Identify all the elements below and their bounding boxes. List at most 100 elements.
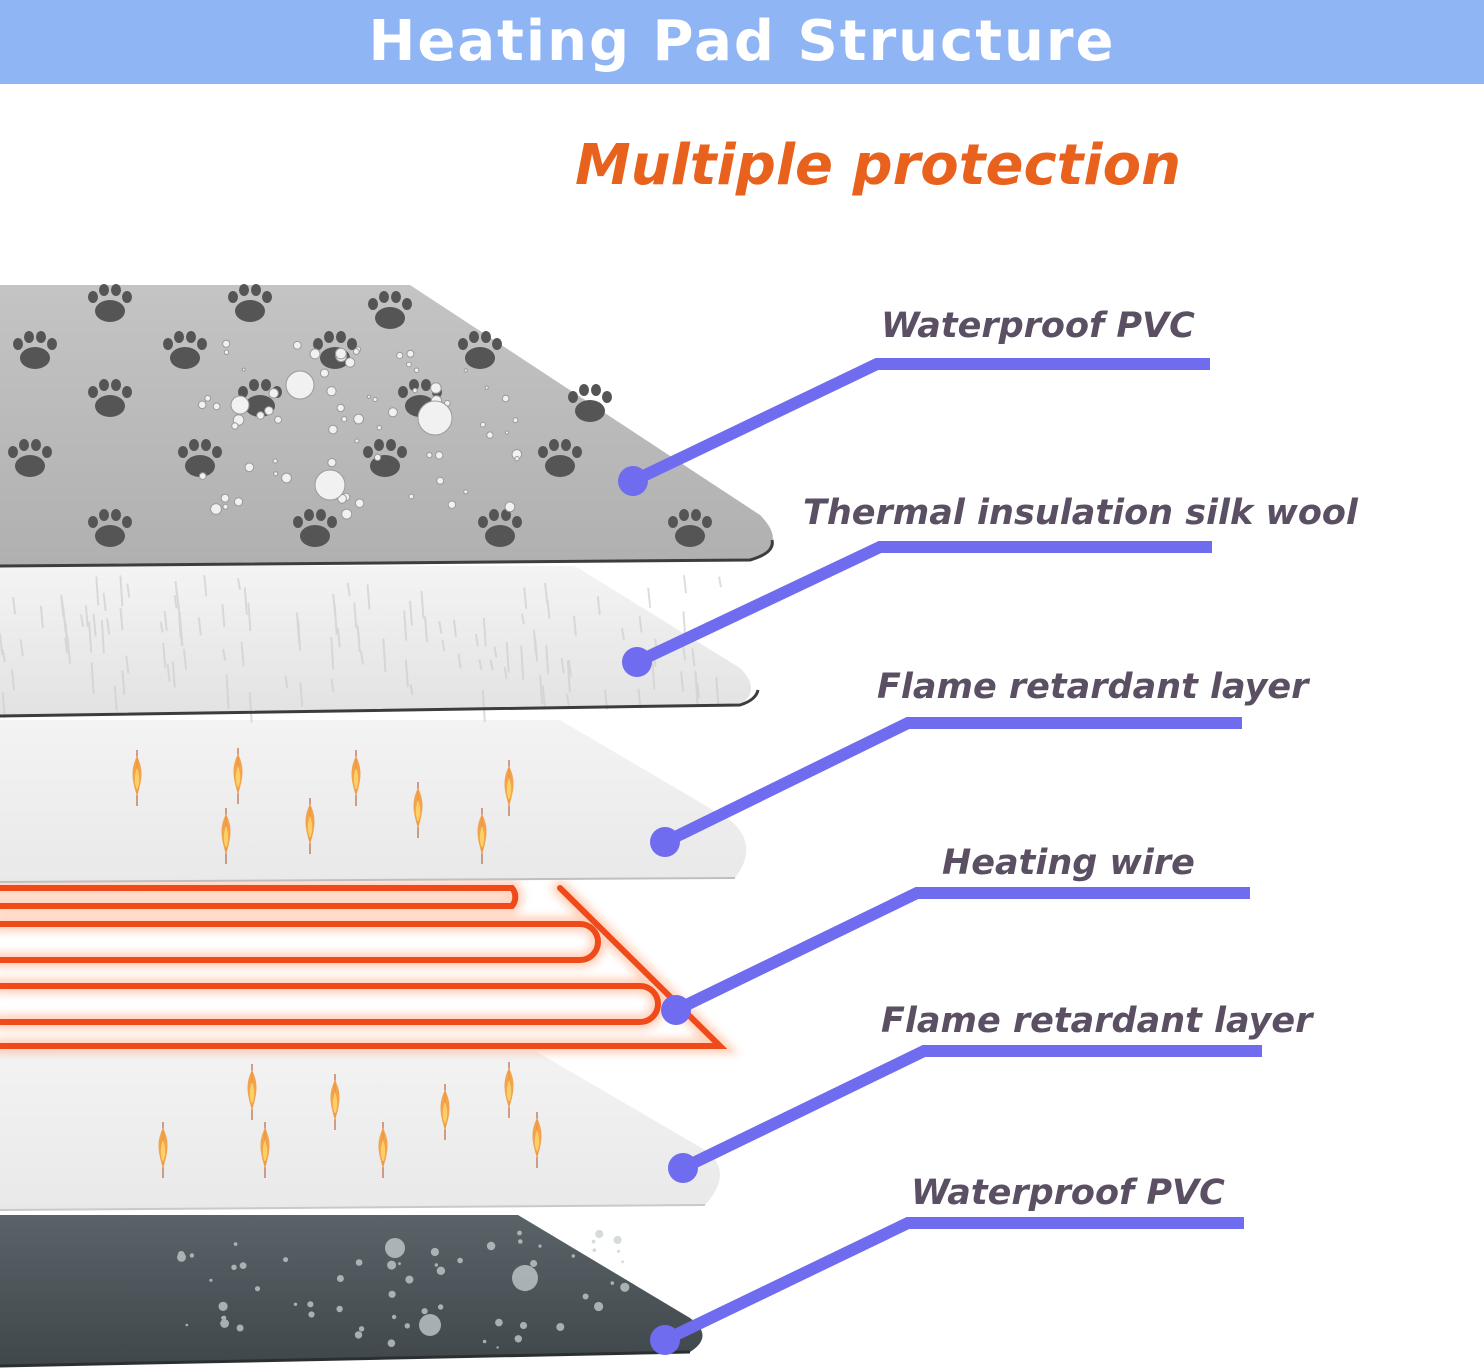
droplet-icon: [385, 1238, 405, 1258]
droplet-icon: [198, 472, 207, 480]
droplet-icon: [336, 403, 345, 413]
droplet-icon: [352, 348, 360, 355]
paw-icon: [13, 331, 57, 369]
droplet-icon: [233, 1242, 238, 1246]
droplet-icon: [435, 451, 444, 460]
droplet-icon: [518, 1239, 523, 1244]
paw-icon: [538, 439, 582, 477]
droplet-icon: [436, 1266, 446, 1276]
droplet-icon: [512, 1265, 538, 1291]
droplet-icon: [519, 1321, 528, 1330]
droplet-icon: [430, 382, 442, 394]
droplet-icon: [447, 500, 457, 509]
paw-icon: [568, 384, 612, 422]
leader-line-3: [662, 717, 1242, 848]
droplet-icon: [354, 1331, 363, 1339]
droplet-icon: [512, 417, 519, 424]
droplet-icon: [408, 493, 415, 500]
droplet-icon: [426, 452, 433, 459]
leader-lines: [630, 358, 1262, 1346]
flame-icon: [158, 1122, 168, 1178]
droplet-icon: [254, 1286, 261, 1292]
droplet-icon: [274, 415, 283, 424]
droplet-icon: [388, 1290, 396, 1298]
droplet-icon: [230, 395, 250, 415]
droplet-icon: [281, 472, 292, 484]
leader-dot-3: [650, 827, 680, 857]
droplet-icon: [272, 458, 278, 464]
layer-label-6: Waterproof PVC: [911, 1173, 1225, 1213]
title-banner: Heating Pad Structure: [0, 0, 1484, 84]
flame-icon: [132, 750, 142, 806]
droplet-icon: [436, 476, 445, 485]
flame-marks-lower: [158, 1062, 542, 1178]
droplet-icon: [496, 1346, 499, 1349]
layer-label-5: Flame retardant layer: [881, 1001, 1313, 1041]
droplet-icon: [376, 425, 382, 431]
layer-bottom-pvc: [0, 1215, 703, 1368]
leader-dot-5: [668, 1153, 698, 1183]
droplet-icon: [236, 1324, 244, 1332]
flame-icon: [440, 1084, 450, 1140]
droplet-icon: [354, 498, 365, 508]
flame-marks-upper: [132, 748, 514, 864]
droplet-icon: [495, 1318, 503, 1327]
flame-icon: [221, 808, 231, 864]
droplet-icon: [530, 1260, 538, 1267]
paw-icon: [8, 439, 52, 477]
droplet-icon: [309, 348, 321, 360]
flame-icon: [477, 808, 487, 864]
flame-icon: [504, 1062, 514, 1118]
droplet-icon: [204, 394, 212, 402]
flame-icon: [247, 1064, 257, 1120]
paw-icon: [478, 509, 522, 547]
droplet-icon: [621, 1260, 624, 1264]
droplet-icon: [209, 1278, 213, 1282]
layer-upper-flame: [0, 720, 747, 883]
droplet-icon: [594, 1301, 604, 1312]
layer-top-pvc: [0, 284, 774, 568]
droplet-icon: [620, 1282, 630, 1292]
droplet-icon: [327, 458, 337, 468]
droplet-icon: [307, 1301, 314, 1308]
droplet-icon: [421, 1308, 428, 1315]
flame-icon: [351, 750, 361, 806]
droplet-icon: [335, 347, 347, 360]
droplet-icon: [366, 394, 371, 399]
layer-label-2: Thermal insulation silk wool: [803, 493, 1358, 533]
droplet-icon: [239, 1262, 247, 1269]
layer-label-4: Heating wire: [942, 843, 1195, 883]
droplet-icon: [273, 471, 279, 477]
droplet-icon: [504, 430, 510, 435]
flame-icon: [260, 1122, 270, 1178]
water-droplets-top: [197, 339, 523, 520]
droplet-icon: [285, 370, 315, 400]
droplet-icon: [406, 361, 412, 368]
droplet-icon: [268, 388, 279, 399]
droplet-icon: [595, 1229, 604, 1239]
droplet-icon: [610, 1281, 615, 1285]
heating-wire-coil: [0, 880, 740, 1054]
droplet-icon: [353, 413, 365, 425]
droplet-icon: [417, 400, 453, 436]
leader-line-6: [662, 1217, 1244, 1346]
droplet-icon: [514, 1335, 522, 1343]
droplet-icon: [374, 453, 382, 461]
flame-icon: [504, 760, 514, 816]
flame-icon: [378, 1122, 388, 1178]
droplet-icon: [486, 431, 494, 439]
droplet-icon: [434, 1263, 438, 1267]
leader-line-1: [630, 358, 1210, 487]
droplet-icon: [463, 368, 468, 373]
droplet-icon: [514, 456, 520, 462]
droplet-icon: [336, 1275, 344, 1282]
droplet-icon: [617, 1249, 621, 1253]
layer-bottom-pvc-sheet: [0, 1215, 703, 1366]
droplet-icon: [398, 1262, 401, 1265]
droplet-icon: [556, 1323, 565, 1331]
droplet-icon: [582, 1293, 589, 1300]
droplet-icon: [504, 501, 516, 513]
droplet-icon: [430, 1247, 439, 1257]
droplet-icon: [387, 1260, 397, 1270]
